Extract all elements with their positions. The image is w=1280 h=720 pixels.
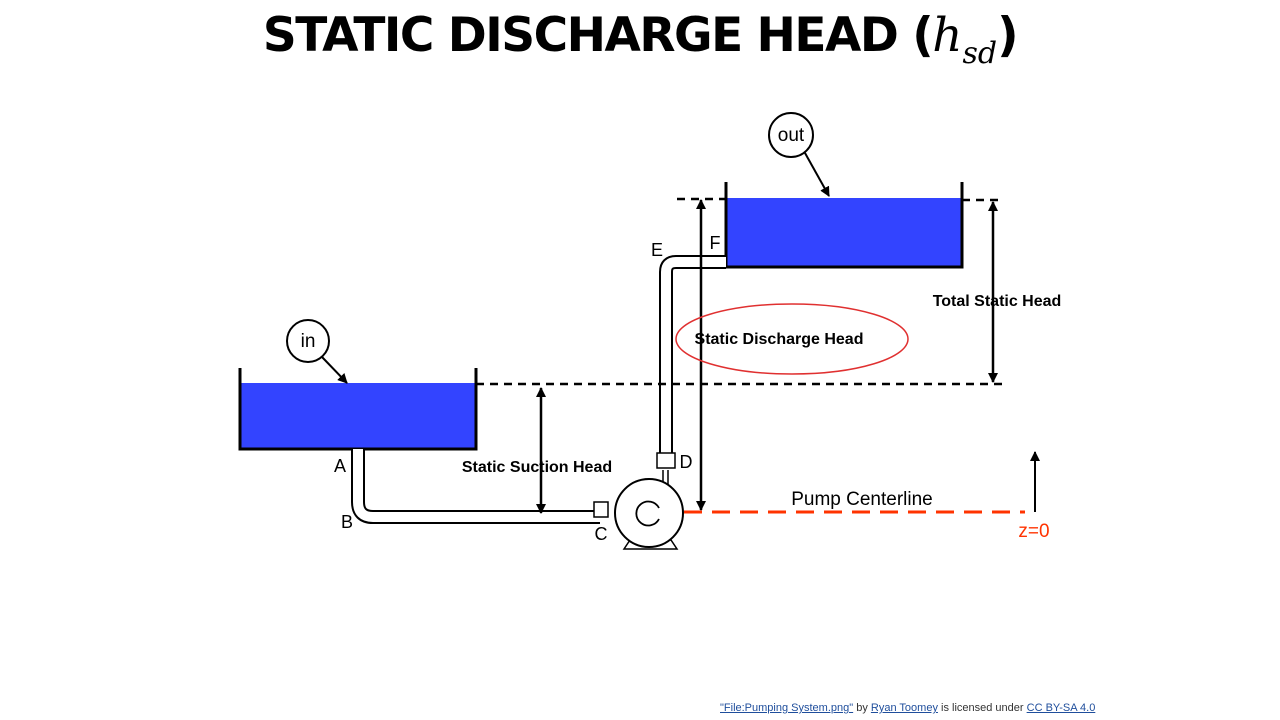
outlet-tank-wall: [724, 182, 964, 269]
static-suction-head-label: Static Suction Head: [462, 459, 612, 476]
pump-centerline-label: Pump Centerline: [791, 489, 933, 510]
author-link[interactable]: Ryan Toomey: [870, 702, 938, 714]
point-c-label: C: [595, 524, 608, 544]
suction-pipe-inner: [353, 449, 600, 522]
datum-label: z=0: [1018, 521, 1049, 542]
point-f-label: F: [710, 233, 721, 253]
outlet-label: out: [778, 125, 805, 146]
inlet-flange: [593, 501, 609, 518]
point-a-label: A: [334, 456, 346, 476]
attribution: "File:Pumping System.png" by Ryan Toomey…: [720, 702, 1095, 714]
outlet-pointer-arrow: [804, 152, 830, 197]
file-link[interactable]: "File:Pumping System.png": [720, 702, 854, 714]
title-text: STATIC DISCHARGE HEAD (: [262, 8, 934, 63]
discharge-pipe-inner: [661, 257, 726, 456]
highlight-ellipse: [675, 303, 909, 375]
slide-title: STATIC DISCHARGE HEAD (hsd): [0, 8, 1280, 71]
attribution-by: by: [853, 702, 871, 714]
license-link[interactable]: CC BY-SA 4.0: [1026, 702, 1096, 714]
title-variable: h: [932, 8, 963, 63]
outlet-tank-water: [726, 198, 962, 267]
total-static-head-label: Total Static Head: [933, 293, 1062, 310]
point-e-label: E: [651, 240, 663, 260]
point-b-label: B: [341, 512, 353, 532]
title-close-paren: ): [997, 8, 1018, 63]
point-d-label: D: [680, 452, 693, 472]
pump: [614, 470, 684, 550]
inlet-callout-circle: [286, 319, 330, 363]
title-subscript: sd: [962, 36, 998, 71]
inlet-label: in: [301, 331, 316, 352]
outlet-callout-circle: [768, 112, 814, 158]
static-discharge-head-label: Static Discharge Head: [695, 331, 864, 348]
outlet-flange: [656, 452, 676, 469]
inlet-pointer-arrow: [321, 356, 348, 384]
inlet-tank-water: [240, 383, 475, 449]
attribution-licensed: is licensed under: [937, 702, 1027, 714]
